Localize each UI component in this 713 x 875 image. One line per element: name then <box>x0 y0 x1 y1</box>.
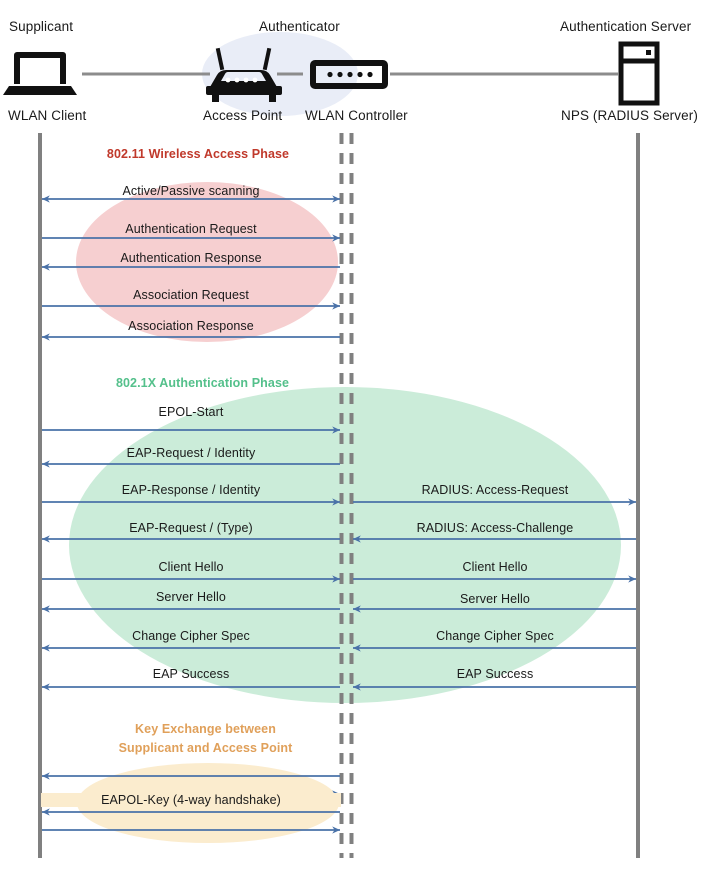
msg-label-change-cipher-spec-right: Change Cipher Spec <box>436 629 554 643</box>
actor-role-authentication-server: Authentication Server <box>560 19 692 34</box>
phase-label-key-exchange-line1: Key Exchange between <box>135 722 276 736</box>
msg-label-client-hello-left: Client Hello <box>158 560 224 574</box>
actor-device-wlan-controller: WLAN Controller <box>305 108 408 123</box>
msg-label-epol-start: EPOL-Start <box>158 405 224 419</box>
msg-label-eap-success-right: EAP Success <box>456 667 534 681</box>
msg-label-change-cipher-spec-left: Change Cipher Spec <box>132 629 250 643</box>
phase-label-key-exchange-line2: Supplicant and Access Point <box>118 741 293 755</box>
actor-device-nps-radius-server: NPS (RADIUS Server) <box>561 108 698 123</box>
actor-device-access-point: Access Point <box>203 108 283 123</box>
phase-label-8021x: 802.1X Authentication Phase <box>115 376 290 390</box>
msg-label-association-request: Association Request <box>133 288 249 302</box>
msg-label-association-response: Association Response <box>128 319 254 333</box>
msg-label-authentication-response: Authentication Response <box>120 251 262 265</box>
phase-ellipse-8021x <box>69 387 621 703</box>
msg-label-radius-access-request: RADIUS: Access-Request <box>421 483 569 497</box>
access-point-icon <box>206 47 282 102</box>
msg-label-server-hello-right: Server Hello <box>460 592 530 606</box>
msg-label-eap-response-identity: EAP-Response / Identity <box>121 483 261 497</box>
actor-role-authenticator: Authenticator <box>259 19 340 34</box>
msg-label-eap-request-type: EAP-Request / (Type) <box>129 521 253 535</box>
actor-device-wlan-client: WLAN Client <box>8 108 87 123</box>
msg-label-radius-access-challenge: RADIUS: Access-Challenge <box>416 521 574 535</box>
phase-ellipse-80211 <box>76 182 338 342</box>
msg-label-eap-request-identity: EAP-Request / Identity <box>126 446 256 460</box>
msg-label-eapol-key-4way-handshake: EAPOL-Key (4-way handshake) <box>41 793 341 807</box>
server-icon <box>618 41 660 106</box>
msg-label-authentication-request: Authentication Request <box>125 222 257 236</box>
laptop-icon <box>3 52 77 95</box>
phase-label-80211: 802.11 Wireless Access Phase <box>106 147 290 161</box>
actor-role-supplicant: Supplicant <box>9 19 74 34</box>
wlan-controller-icon <box>310 60 388 89</box>
msg-label-active-passive-scanning: Active/Passive scanning <box>122 184 260 198</box>
msg-label-server-hello-left: Server Hello <box>156 590 226 604</box>
msg-label-eap-success-left: EAP Success <box>152 667 230 681</box>
msg-label-client-hello-right: Client Hello <box>462 560 528 574</box>
